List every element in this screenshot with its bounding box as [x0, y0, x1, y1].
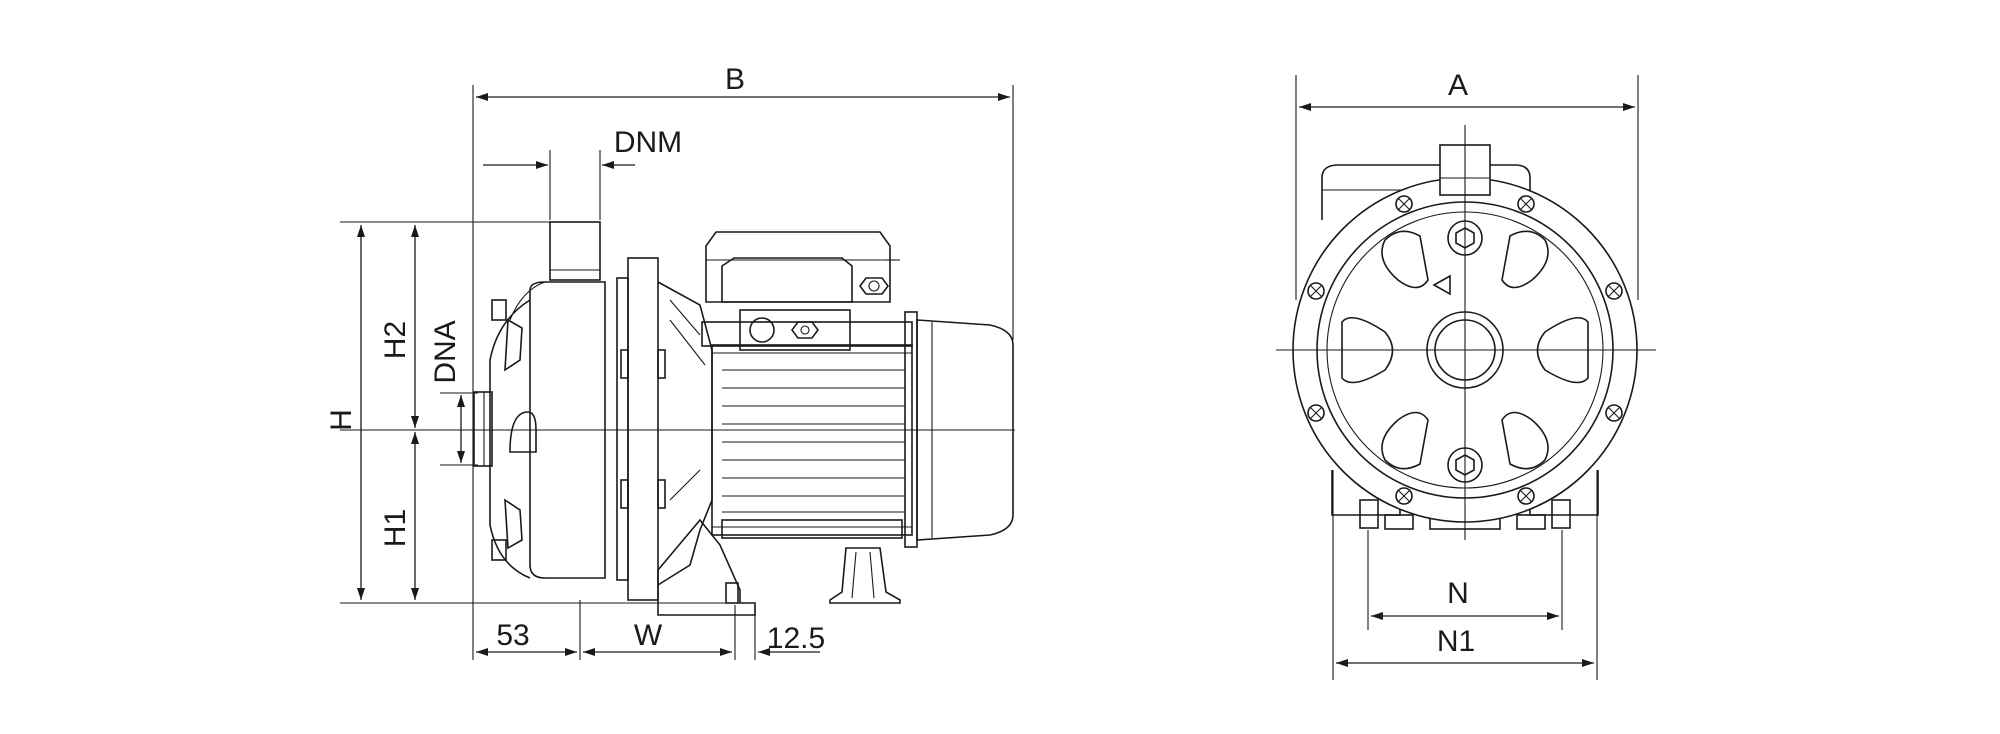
motor-foot: [829, 547, 901, 604]
casing-center-boss: [509, 411, 537, 453]
label-n: N: [1447, 577, 1469, 610]
hub-outer: [1426, 311, 1504, 389]
hex-bolt-bottom: [1447, 447, 1483, 483]
side-view: B DNM H H2 H1 DNA 53 W 12.5: [325, 63, 1015, 660]
mounting-flange: [627, 257, 659, 601]
front-bolt-top: [491, 299, 507, 321]
motor-cooling-fins: [722, 369, 905, 513]
front-bolt-bottom: [491, 539, 507, 561]
label-n1: N1: [1437, 625, 1475, 658]
casing-windows: [1341, 230, 1589, 470]
label-12-5: 12.5: [767, 622, 825, 655]
terminal-nut: [791, 321, 819, 339]
front-terminal-box: [1321, 164, 1531, 220]
motor-bracket: [657, 281, 713, 586]
hex-bolt-top: [1447, 220, 1483, 256]
front-view: A N N1: [1276, 69, 1656, 680]
outlet-pipe: [549, 221, 601, 281]
hub-inner: [1434, 319, 1496, 381]
casing-rib-bottom: [504, 498, 523, 550]
cable-gland: [749, 317, 775, 343]
label-h1: H1: [379, 509, 412, 547]
casing-rib-top: [504, 318, 523, 372]
label-w: W: [634, 619, 663, 652]
label-a: A: [1448, 69, 1468, 102]
label-h2: H2: [379, 321, 412, 359]
base-foot: [657, 518, 756, 616]
motor-body: [711, 344, 913, 536]
label-dna: DNA: [429, 320, 462, 383]
label-h: H: [325, 409, 358, 431]
fan-cover: [916, 319, 1014, 541]
rotation-arrow-icon: [1432, 274, 1451, 296]
flange-bolts: [1307, 195, 1623, 505]
inlet-nozzle: [473, 391, 493, 467]
terminal-side-nut: [859, 277, 889, 295]
label-dnm: DNM: [614, 126, 682, 159]
pump-casing: [529, 281, 606, 579]
label-53: 53: [496, 619, 529, 652]
label-b: B: [725, 63, 745, 96]
terminal-box: [705, 231, 891, 303]
terminal-block: [739, 309, 851, 351]
